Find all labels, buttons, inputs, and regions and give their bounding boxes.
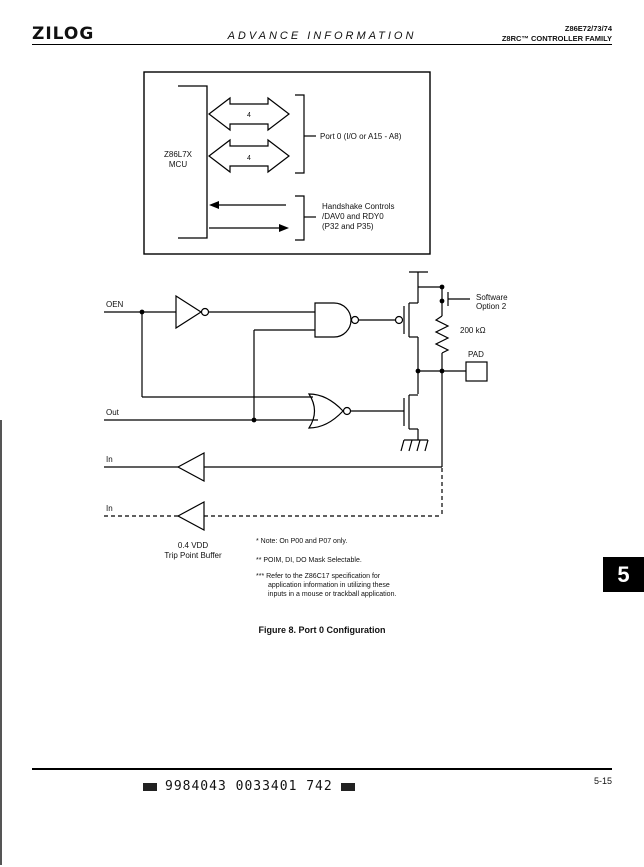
buffer-label-1: 0.4 VDD	[178, 541, 208, 550]
barcode-code: 9984043 0033401 742	[143, 779, 355, 794]
port0-label: Port 0 (I/O or A15 - A8)	[320, 132, 402, 141]
bus-arrow-1	[208, 96, 290, 132]
header-rule	[32, 44, 612, 45]
port0-bracket	[295, 94, 305, 174]
software-label-1: Software	[476, 293, 508, 302]
handshake-label-2: /DAV0 and RDY0	[322, 212, 384, 221]
mcu-bracket	[178, 85, 208, 239]
header-advance-information: ADVANCE INFORMATION	[227, 30, 417, 42]
header-family: Z8RC™ CONTROLLER FAMILY	[501, 34, 612, 43]
zilog-logo: ZILOG	[32, 24, 95, 44]
scan-edge-mark	[0, 420, 2, 865]
in-label-1: In	[106, 455, 113, 464]
barcode-block-right	[340, 782, 355, 791]
buffer-label-2: Trip Point Buffer	[164, 551, 222, 560]
bus-width-2: 4	[247, 155, 251, 162]
out-label: Out	[106, 408, 120, 417]
figure-caption: Figure 8. Port 0 Configuration	[258, 625, 386, 635]
oen-label: OEN	[106, 300, 124, 309]
mcu-label-1: Z86L7X	[164, 150, 193, 159]
software-label-2: Option 2	[476, 302, 507, 311]
resistor-label: 200 kΩ	[460, 326, 486, 335]
note-3c: inputs in a mouse or trackball applicati…	[268, 591, 396, 598]
barcode-digits: 9984043 0033401 742	[165, 779, 333, 794]
note-3a: *** Refer to the Z86C17 specification fo…	[256, 573, 381, 580]
bus-arrow-2	[208, 138, 290, 174]
handshake-label-3: (P32 and P35)	[322, 222, 374, 231]
bus-width-1: 4	[247, 112, 251, 119]
in-label-2: In	[106, 504, 113, 513]
header-part-number: Z86E72/73/74	[564, 24, 612, 33]
handshake-label-1: Handshake Controls	[322, 202, 394, 211]
handshake-bracket	[295, 195, 305, 241]
note-1: * Note: On P00 and P07 only.	[256, 538, 347, 545]
note-3b: application information in utilizing the…	[268, 582, 390, 589]
mcu-label-2: MCU	[169, 160, 187, 169]
header-right: Z86E72/73/74 Z8RC™ CONTROLLER FAMILY	[502, 24, 612, 44]
handshake-arrow-right	[279, 224, 289, 232]
barcode-block-left	[143, 782, 157, 791]
pad-label: PAD	[468, 350, 484, 359]
section-tab[interactable]: 5	[603, 557, 644, 592]
note-2: ** POIM, DI, DO Mask Selectable.	[256, 557, 362, 564]
page-number: 5-15	[593, 776, 612, 786]
block-diagram-frame	[143, 71, 431, 255]
handshake-arrow-left	[209, 201, 219, 209]
footer-rule	[32, 768, 612, 770]
